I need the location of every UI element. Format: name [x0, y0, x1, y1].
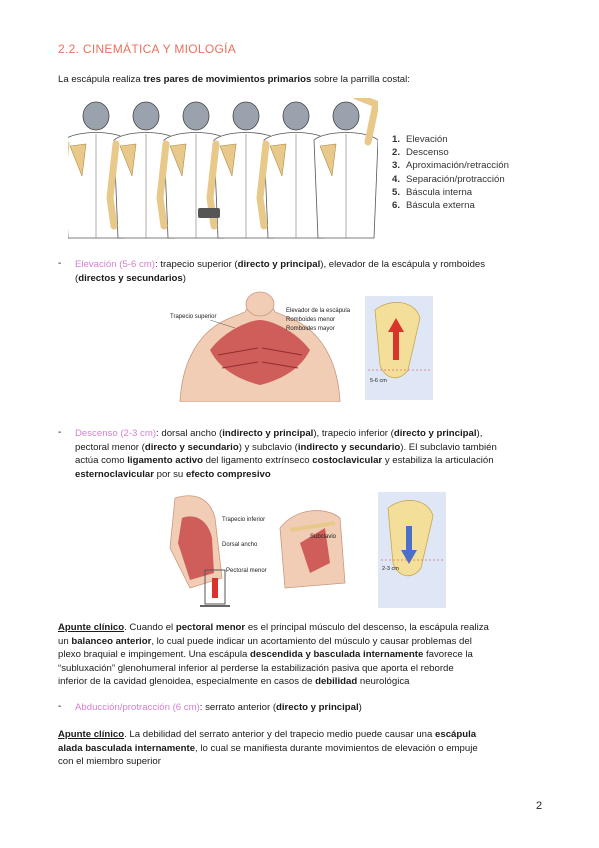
intro-paragraph: La escápula realiza tres pares de movimi… — [58, 73, 410, 87]
dumbbell-icon — [198, 208, 220, 218]
movement-item: 2.Descenso — [392, 147, 449, 159]
label-romboides-mayor: Romboides mayor — [286, 326, 335, 332]
elevacion-paragraph: Elevación (5-6 cm): trapecio superior (d… — [75, 259, 486, 284]
movement-item: 6.Báscula externa — [392, 200, 475, 212]
label-pectoral-menor: Pectoral menor — [226, 568, 267, 574]
depression-muscles-figure: Trapecio inferior Dorsal ancho Pectoral … — [150, 488, 450, 610]
movements-list: 1.Elevación 2.Descenso 3.Aproximación/re… — [392, 133, 509, 212]
section-heading: 2.2. CINEMÁTICA Y MIOLOGÍA — [58, 42, 237, 56]
scapula-movements-figure — [68, 98, 378, 239]
movement-item: 3.Aproximación/retracción — [392, 160, 509, 172]
torso-figure — [256, 101, 329, 239]
clinical-note-2: Apunte clínico. La debilidad del serrato… — [58, 729, 478, 767]
page-number: 2 — [536, 800, 543, 812]
label-cm: 2-3 cm — [382, 566, 399, 572]
clinical-note-label: Apunte clínico — [58, 622, 125, 633]
label-subclavio: Subclavio — [310, 534, 337, 540]
bullet-dash: - — [58, 427, 62, 438]
intro-text: La escápula realiza — [58, 74, 144, 85]
descenso-paragraph: Descenso (2-3 cm): dorsal ancho (indirec… — [75, 428, 497, 480]
clinical-note-label: Apunte clínico — [58, 729, 125, 740]
bullet-dash: - — [58, 701, 62, 712]
label-elevador: Elevador de la escápula — [286, 308, 351, 314]
elevation-muscles-figure: Trapecio superior Elevador de la escápul… — [170, 290, 440, 402]
label-romboides-menor: Romboides menor — [286, 317, 335, 323]
label-trapecio-inferior: Trapecio inferior — [222, 517, 265, 523]
torso-figure — [313, 98, 378, 239]
movement-item: 5.Báscula interna — [392, 186, 473, 198]
bullet-dash: - — [58, 258, 62, 269]
label-cm: 5-6 cm — [370, 378, 387, 384]
descenso-title: Descenso (2-3 cm) — [75, 428, 157, 439]
abduccion-title: Abducción/protracción (6 cm) — [75, 702, 200, 713]
clinical-note-1: Apunte clínico. Cuando el pectoral menor… — [58, 622, 489, 687]
intro-bold: tres pares de movimientos primarios — [143, 74, 312, 85]
movement-item: 1.Elevación — [392, 134, 448, 145]
abduccion-paragraph: Abducción/protracción (6 cm): serrato an… — [75, 702, 362, 713]
label-dorsal-ancho: Dorsal ancho — [222, 542, 258, 548]
elevacion-title: Elevación (5-6 cm) — [75, 259, 155, 270]
intro-text-end: sobre la parrilla costal: — [311, 74, 410, 85]
label-trapecio-superior: Trapecio superior — [170, 314, 216, 320]
torso-figures — [68, 98, 378, 239]
movement-item: 4.Separación/protracción — [392, 173, 505, 185]
